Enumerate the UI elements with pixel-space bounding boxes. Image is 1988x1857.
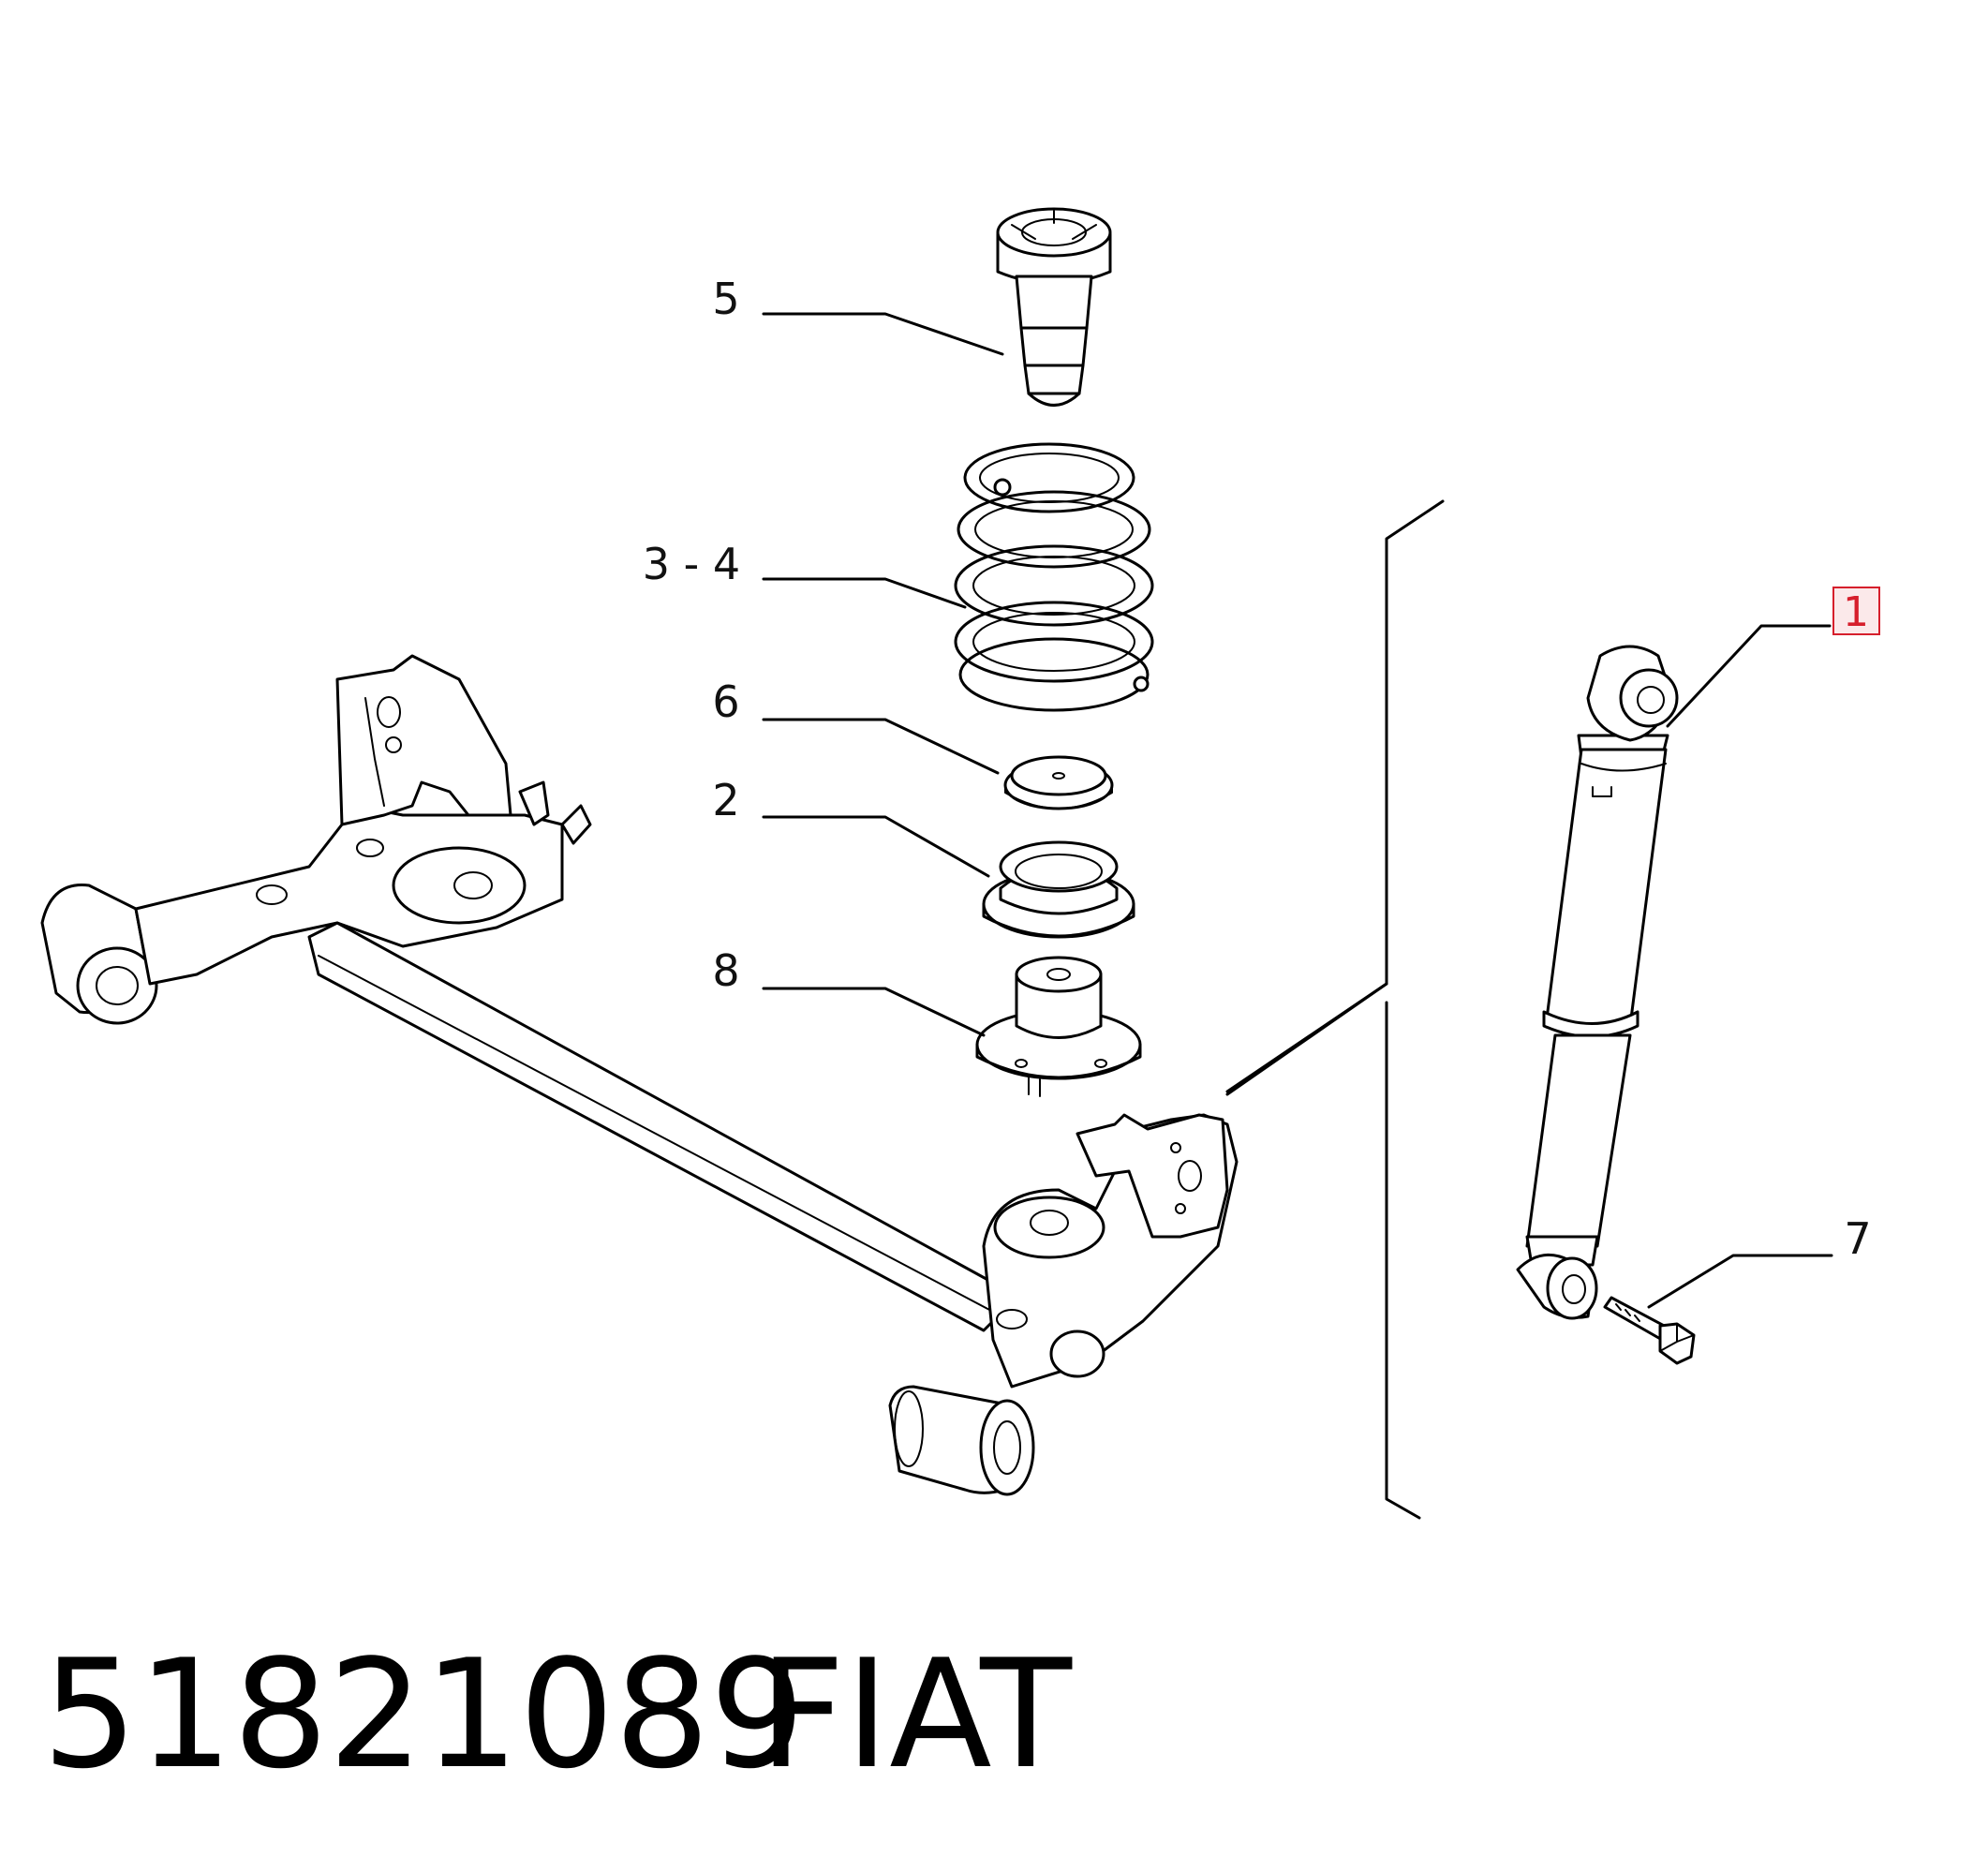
callout-label-2[interactable]: 2	[712, 775, 739, 825]
shock-absorber-part-1	[1516, 645, 1679, 1320]
caption: 51821089 FIAT	[42, 1627, 1073, 1802]
callout-label-1[interactable]: 1	[1843, 588, 1869, 636]
bump-stop-part-5	[996, 207, 1112, 407]
coil-spring-part-3-4	[954, 442, 1154, 712]
spring-pad-part-6	[1003, 755, 1114, 810]
group-bracket	[1225, 499, 1445, 1520]
callout-label-5[interactable]: 5	[712, 274, 739, 324]
callout-label-7[interactable]: 7	[1844, 1213, 1871, 1264]
callout-label-6[interactable]: 6	[712, 676, 739, 727]
brand-name: FIAT	[759, 1627, 1073, 1802]
bolt-part-7	[1603, 1296, 1696, 1365]
leader-lines	[762, 312, 1833, 1309]
callout-label-8[interactable]: 8	[712, 945, 739, 996]
rear-axle-beam	[40, 654, 1239, 1496]
spring-seat-part-2	[982, 840, 1135, 939]
callout-labels: 5 3 - 4 6 2 8 1 7	[643, 274, 1880, 1264]
callout-label-3-4[interactable]: 3 - 4	[643, 539, 740, 589]
part-number: 51821089	[42, 1627, 805, 1802]
callout-highlight-box	[1832, 587, 1880, 635]
top-mount-part-8	[975, 956, 1142, 1097]
